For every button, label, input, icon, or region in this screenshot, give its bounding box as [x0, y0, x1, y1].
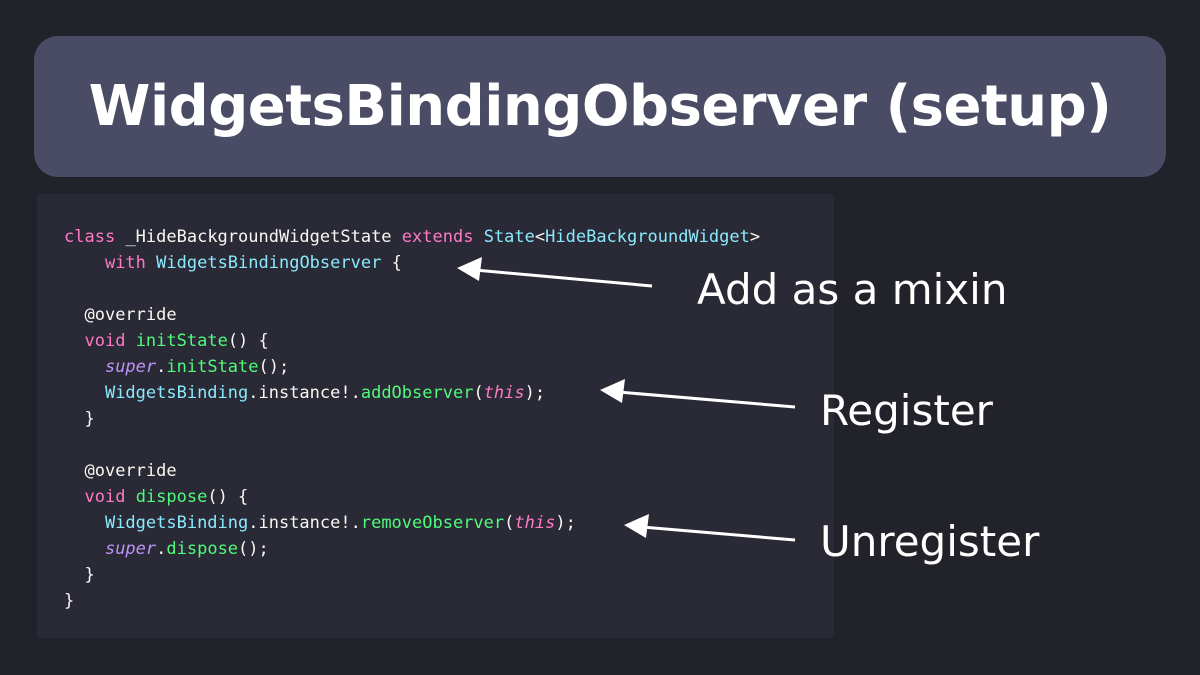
paren-close: );: [555, 513, 576, 533]
keyword-super: super: [104, 539, 157, 559]
keyword-void: void: [84, 487, 126, 507]
close-brace: }: [64, 591, 75, 611]
close-brace: }: [84, 409, 95, 429]
keyword-this: this: [514, 513, 556, 533]
close-brace: }: [84, 565, 95, 585]
method-call: removeObserver: [360, 513, 505, 533]
code-line-4: @override: [64, 305, 177, 325]
code-line-13: super.dispose();: [64, 539, 269, 559]
method-name: initState: [135, 331, 228, 351]
code-line-10: @override: [64, 461, 177, 481]
dot: .: [156, 357, 167, 377]
override-annotation: @override: [84, 461, 177, 481]
method-name: dispose: [135, 487, 208, 507]
dot: .: [156, 539, 167, 559]
code-line-7: WidgetsBinding.instance!.addObserver(thi…: [64, 383, 545, 403]
arrow-register: [600, 379, 796, 409]
method-call: initState: [166, 357, 259, 377]
code-block: class _HideBackgroundWidgetState extends…: [37, 194, 834, 638]
callout-register: Register: [820, 386, 993, 435]
paren-open: (: [504, 513, 515, 533]
method-call: dispose: [166, 539, 239, 559]
override-annotation: @override: [84, 305, 177, 325]
base-type: State: [483, 227, 535, 247]
callout-unregister: Unregister: [820, 517, 1040, 566]
method-call: addObserver: [360, 383, 474, 403]
code-listing: class _HideBackgroundWidgetState extends…: [64, 224, 760, 614]
code-line-11: void dispose() {: [64, 487, 248, 507]
generic-type: HideBackgroundWidget: [545, 227, 750, 247]
method-signature-rest: () {: [227, 331, 269, 351]
generic-open: <: [534, 227, 546, 247]
paren-open: (: [473, 383, 484, 403]
class-name: _HideBackgroundWidgetState: [125, 227, 392, 247]
generic-close: >: [749, 227, 761, 247]
call-rest: ();: [258, 357, 290, 377]
code-line-15: }: [64, 591, 74, 611]
code-line-1: class _HideBackgroundWidgetState extends…: [64, 227, 760, 247]
instance-access: .instance!.: [248, 513, 361, 533]
arrow-mixin: [457, 257, 653, 288]
title-banner: WidgetsBindingObserver (setup): [34, 36, 1166, 177]
keyword-extends: extends: [401, 227, 474, 247]
slide-title: WidgetsBindingObserver (setup): [88, 74, 1112, 139]
method-signature-rest: () {: [207, 487, 249, 507]
keyword-super: super: [104, 357, 157, 377]
instance-access: .instance!.: [248, 383, 361, 403]
arrow-unregister: [624, 514, 796, 542]
code-line-5: void initState() {: [64, 331, 269, 351]
open-brace: {: [391, 253, 402, 273]
keyword-void: void: [84, 331, 126, 351]
call-rest: ();: [238, 539, 269, 559]
code-line-14: }: [64, 565, 95, 585]
keyword-this: this: [483, 383, 525, 403]
paren-close: );: [524, 383, 546, 403]
code-line-6: super.initState();: [64, 357, 289, 377]
callout-mixin: Add as a mixin: [697, 265, 1008, 314]
binding-type: WidgetsBinding: [104, 513, 249, 533]
code-line-2: with WidgetsBindingObserver {: [64, 253, 402, 273]
code-line-12: WidgetsBinding.instance!.removeObserver(…: [64, 513, 576, 533]
keyword-with: with: [104, 253, 146, 273]
mixin-type: WidgetsBindingObserver: [156, 253, 382, 273]
binding-type: WidgetsBinding: [104, 383, 249, 403]
keyword-class: class: [64, 227, 116, 247]
code-line-8: }: [64, 409, 95, 429]
